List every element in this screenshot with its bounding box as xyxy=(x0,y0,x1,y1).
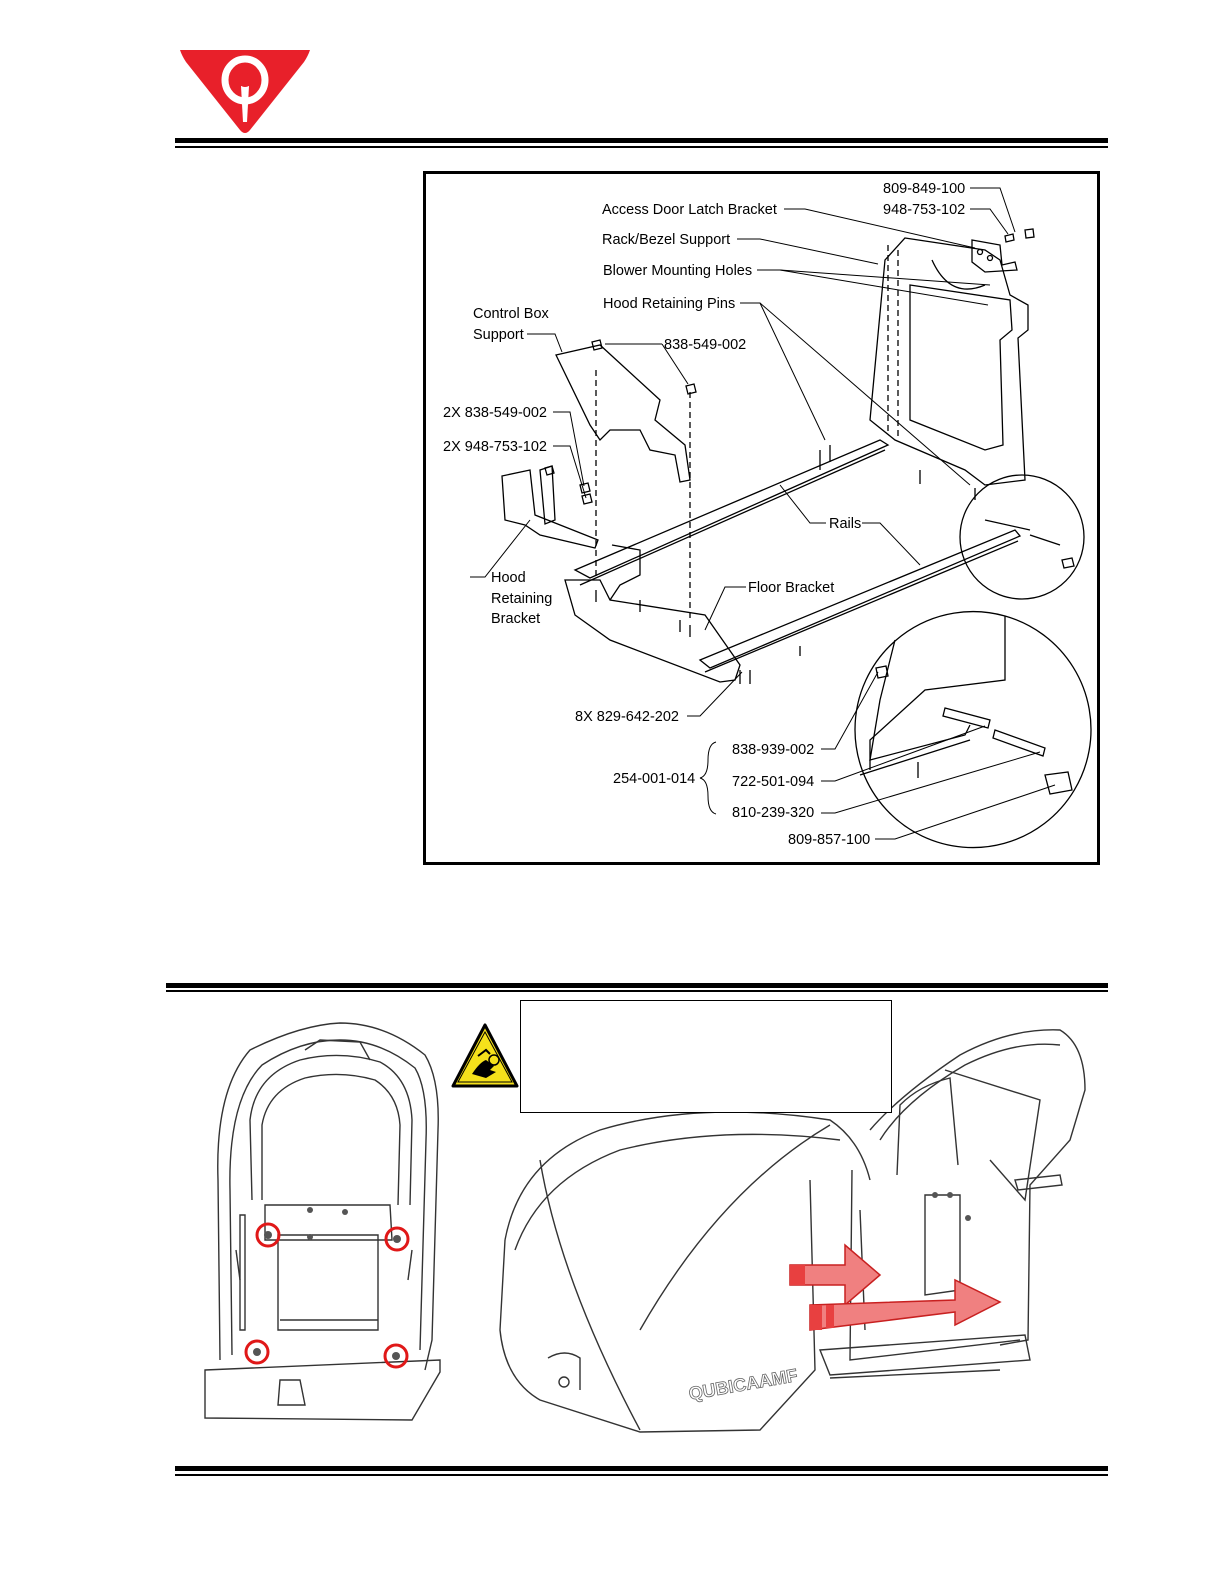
callout-control-box-support-line2: Support xyxy=(473,327,524,343)
warning-text-box xyxy=(520,1000,892,1113)
callout-722-501-094: 722-501-094 xyxy=(732,774,815,790)
callout-2x-838-549-002: 2X 838-549-002 xyxy=(443,405,547,421)
exploded-view-figure xyxy=(423,171,1100,865)
callout-8x-829-642-202: 8X 829-642-202 xyxy=(575,709,679,725)
hand-crush-warning-icon xyxy=(451,1023,519,1088)
callout-floor-bracket: Floor Bracket xyxy=(748,580,835,596)
callout-access-door-latch-bracket: Access Door Latch Bracket xyxy=(602,202,777,218)
fastener-highlight-circle xyxy=(244,1339,270,1365)
header-rule-thin xyxy=(175,146,1108,148)
callout-hood-retaining-bracket-line2: Retaining xyxy=(491,591,553,607)
callout-838-939-002: 838-939-002 xyxy=(732,742,815,758)
callout-2x-948-753-102: 2X 948-753-102 xyxy=(443,439,547,455)
callout-809-849-100: 809-849-100 xyxy=(883,181,966,197)
callout-838-549-002: 838-549-002 xyxy=(664,337,747,353)
callout-810-239-320: 810-239-320 xyxy=(732,805,815,821)
callout-control-box-support-line1: Control Box xyxy=(473,306,549,322)
footer-rule xyxy=(175,1466,1108,1471)
direction-arrows xyxy=(789,1243,1002,1331)
callout-hood-retaining-bracket-line1: Hood xyxy=(491,570,526,586)
fastener-highlight-circle xyxy=(383,1343,409,1369)
callout-blower-mounting-holes: Blower Mounting Holes xyxy=(603,263,753,279)
footer-rule-thin xyxy=(175,1474,1108,1476)
brand-mark: QUBICAAMF xyxy=(687,1365,799,1404)
callout-254-001-014: 254-001-014 xyxy=(613,771,696,787)
callout-hood-retaining-pins: Hood Retaining Pins xyxy=(603,296,736,312)
callout-rails: Rails xyxy=(829,516,862,532)
callout-948-753-102: 948-753-102 xyxy=(883,202,966,218)
callout-hood-retaining-bracket-line3: Bracket xyxy=(491,611,541,627)
callout-809-857-100: 809-857-100 xyxy=(788,832,871,848)
fastener-highlight-circle xyxy=(384,1226,410,1252)
qubicaamf-logo xyxy=(180,50,310,133)
warning-text xyxy=(521,1001,891,1021)
callout-rack-bezel-support: Rack/Bezel Support xyxy=(602,232,731,248)
header-rule xyxy=(175,138,1108,143)
fastener-highlight-circle xyxy=(255,1222,281,1248)
section-rule xyxy=(166,983,1108,988)
section-rule-thin xyxy=(166,990,1108,992)
